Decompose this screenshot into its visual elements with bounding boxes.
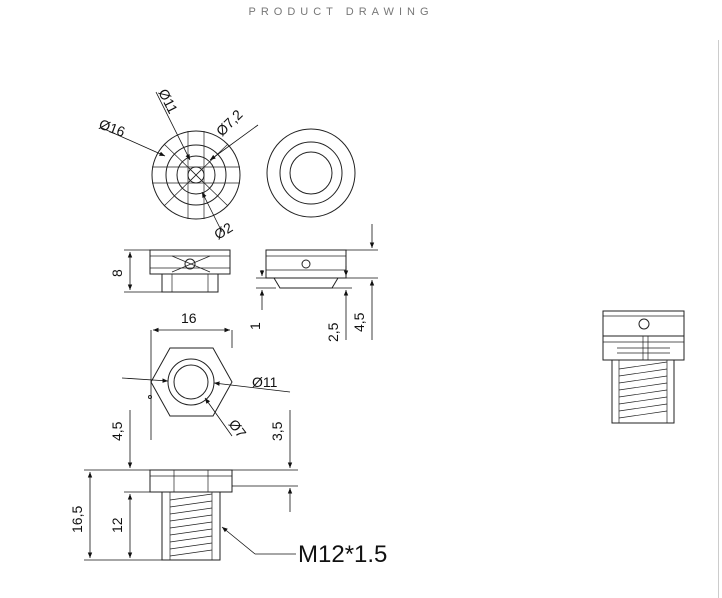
dim-height-4-5-left: 4,5 <box>109 421 125 441</box>
dim-top-d2: Ø2 <box>211 219 235 243</box>
dim-top-d16: Ø16 <box>97 116 128 140</box>
dim-gap-1: 1 <box>247 322 263 330</box>
dim-top-d7-2: Ø7,2 <box>213 106 246 139</box>
top-view-dimensions <box>101 91 259 233</box>
insert-height-dimension <box>124 249 162 293</box>
dim-total-16-5: 16,5 <box>69 506 85 533</box>
dim-height-3-5: 3,5 <box>269 421 285 441</box>
cap-front-view <box>265 249 347 289</box>
dim-height-2-5: 2,5 <box>325 322 341 342</box>
dim-thread-12: 12 <box>109 517 125 533</box>
assembled-view <box>602 310 685 424</box>
thread-callout: M12*1.5 <box>298 541 387 568</box>
cap-top-view <box>266 128 356 218</box>
dim-width-16: 16 <box>181 310 197 326</box>
dim-hex-d11: Ø11 <box>252 374 278 390</box>
insert-front-view <box>149 249 231 293</box>
page-title: PRODUCT DRAWING <box>248 6 434 18</box>
dim-height-8: 8 <box>109 269 125 277</box>
hex-dimensions <box>121 327 291 440</box>
frame-border <box>718 40 719 598</box>
cap-dimensions <box>256 224 378 340</box>
dim-height-4-5-side: 4,5 <box>351 312 367 332</box>
dim-top-d11: Ø11 <box>155 86 181 116</box>
thread-callout-leader <box>221 526 296 555</box>
dim-hex-d7: Ø7 <box>226 416 250 441</box>
side-view-dimensions <box>84 410 298 561</box>
threaded-side-view <box>149 469 233 561</box>
hex-top-view <box>148 347 233 417</box>
top-view-vent-disc <box>151 130 241 220</box>
